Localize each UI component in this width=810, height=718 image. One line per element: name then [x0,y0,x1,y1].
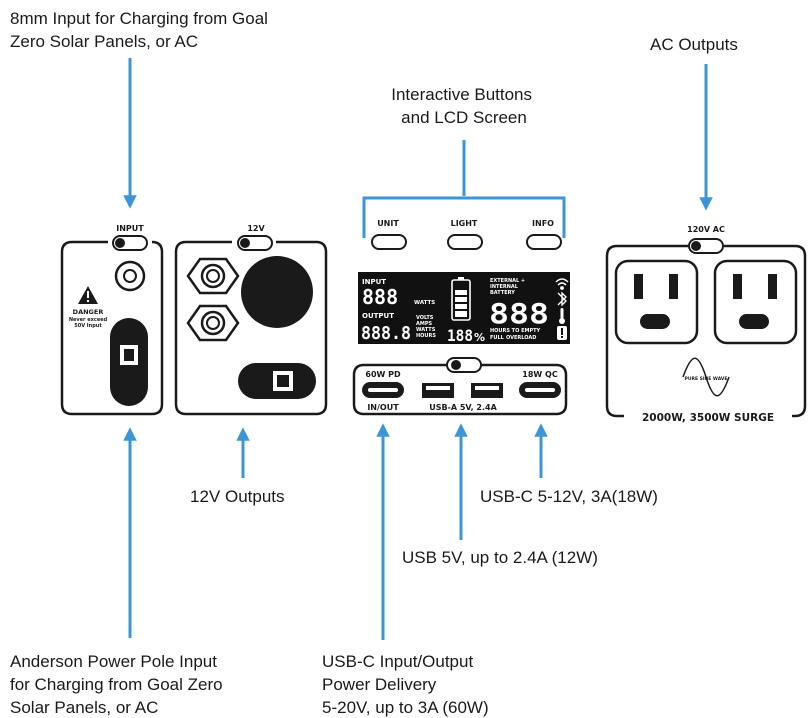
12v-hex-port-top[interactable] [186,257,240,295]
12v-label: 12V [247,224,265,233]
usb-panel: 60W PD 18W QC IN/OUT USB-A 5V, 2.4A [352,357,568,416]
inout-label: IN/OUT [367,403,399,412]
warning-lcd-icon [557,326,567,340]
lcd-input-digits: 888 [362,285,398,309]
callout-8mm-input: 8mm Input for Charging from Goal Zero So… [10,9,273,51]
lcd-watts2-label: WATTS [416,327,436,333]
lcd-output-digits: 888.8 [361,323,411,344]
danger-line1: Never exceed [69,317,108,323]
bluetooth-icon [557,291,567,307]
danger-line2: 50V Input [74,323,102,329]
ac-outlet-1[interactable] [614,259,699,345]
lcd-full-label: FULL [490,335,505,341]
usbc-qc-label: 18W QC [522,370,558,379]
pure-sine-label: PURE SINE WAVE [685,376,728,382]
wifi-icon [555,278,569,290]
lcd-percent-digits: 188 [447,326,473,345]
lcd-hours-label: HOURS [416,333,436,339]
callout-ac-outputs: AC Outputs [650,35,738,54]
control-buttons: UNIT LIGHT INFO [371,219,562,250]
usb-a-port-2[interactable] [471,383,503,398]
12v-car-port[interactable] [241,256,313,328]
lcd-ext3: BATTERY [490,290,515,296]
unit-button[interactable] [371,234,407,250]
lcd-input-label: INPUT [362,278,386,286]
input-label: INPUT [116,224,144,233]
ac-panel: 120V AC PURE SINE WAVE 2000W, 3500W SURG… [605,225,807,424]
light-label: LIGHT [451,219,478,228]
buttons-bracket [362,196,566,238]
lcd-output-label: OUTPUT [362,312,394,320]
callout-usbc-pd: USB-C Input/Output Power Delivery 5-20V,… [322,652,489,717]
lcd-ext2: INTERNAL [490,284,519,290]
unit-label: UNIT [377,219,399,228]
light-button[interactable] [447,234,483,250]
lcd-percent-sign: % [474,331,485,344]
callout-anderson: Anderson Power Pole Input for Charging f… [10,652,227,717]
lcd-overload-label: OVERLOAD [506,335,536,341]
arrows [123,58,713,640]
thermometer-icon [559,308,565,324]
callout-12v-outputs: 12V Outputs [190,487,285,506]
lcd-ext1: EXTERNAL + [490,278,525,284]
12v-hex-port-bottom[interactable] [186,304,240,342]
ac-rating-label: 2000W, 3500W SURGE [642,412,774,424]
lcd-volts-label: VOLTS [416,315,434,321]
ac-label: 120V AC [687,225,725,234]
info-button[interactable] [526,234,562,250]
usbc-pd-label: 60W PD [365,370,401,379]
input-panel: INPUT DANGER Never exceed 50V Input [60,224,164,416]
lcd-hours-empty: HOURS TO EMPTY [490,328,541,334]
usb-a-port-1[interactable] [422,383,454,398]
danger-title: DANGER [73,308,104,316]
lcd-screen: INPUT 888 WATTS OUTPUT 888.8 VOLTS AMPS … [358,272,570,345]
lcd-amps-label: AMPS [416,321,433,327]
info-label: INFO [532,219,554,228]
callout-interactive-buttons: Interactive Buttons and LCD Screen [391,85,537,127]
callout-usbc-qc: USB-C 5-12V, 3A(18W) [480,487,658,506]
callout-usb-a: USB 5V, up to 2.4A (12W) [402,548,598,567]
battery-icon [451,277,471,321]
sine-wave-icon [682,357,730,397]
usba-label: USB-A 5V, 2.4A [429,403,497,412]
lcd-watts-label: WATTS [414,300,435,306]
lcd-hours-digits: 888 [489,297,549,330]
12v-panel: 12V [174,224,328,416]
ac-outlet-2[interactable] [713,259,798,345]
